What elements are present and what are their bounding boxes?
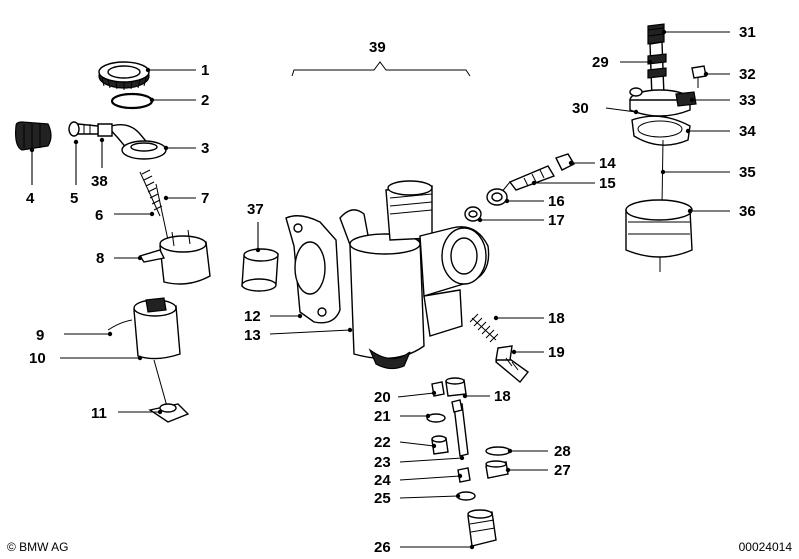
bracket-39 [291, 61, 471, 77]
callout-6: 6 [95, 207, 103, 224]
part-19-idle-screw [495, 345, 530, 383]
callout-32: 32 [739, 66, 756, 83]
callout-19: 19 [548, 344, 565, 361]
callout-23: 23 [374, 454, 391, 471]
callout-7: 7 [201, 190, 209, 207]
part-37-sleeve [241, 248, 279, 292]
callout-2: 2 [201, 92, 209, 109]
copyright-text: © BMW AG [7, 540, 69, 554]
callout-10: 10 [29, 350, 46, 367]
part-34-gasket [631, 115, 691, 146]
part-4-filter-sleeve [15, 121, 52, 151]
part-17-bush [464, 206, 482, 222]
part-8-throttle-slide [138, 229, 211, 285]
part-2-o-ring [110, 92, 154, 110]
callout-11: 11 [91, 405, 107, 422]
callout-16: 16 [548, 193, 565, 210]
callout-1: 1 [201, 62, 209, 79]
part-16-union [486, 188, 508, 206]
part-28-washer [485, 446, 511, 456]
callout-33: 33 [739, 92, 756, 109]
leader-lines [29, 29, 730, 550]
callout-4: 4 [26, 190, 35, 207]
part-32-screw [691, 65, 707, 88]
part-11-needle-cap [148, 403, 190, 423]
callout-29: 29 [592, 54, 609, 71]
callout-39: 39 [369, 39, 386, 56]
part-18b-plug [445, 377, 467, 397]
callout-26: 26 [374, 539, 391, 556]
part-14-cap-nut [555, 153, 575, 171]
part-23-needle-jet [451, 399, 469, 457]
part-9-spring-clip [107, 319, 133, 331]
part-12-flange-gasket [285, 215, 341, 324]
callout-15: 15 [599, 175, 616, 192]
callout-8: 8 [96, 250, 104, 267]
callout-38: 38 [91, 173, 108, 190]
callout-18a: 18 [548, 310, 565, 327]
callout-22: 22 [374, 434, 391, 451]
callout-13: 13 [244, 327, 261, 344]
part-15-mixture-screw [499, 165, 556, 195]
part-31-knob [647, 23, 665, 45]
callout-9: 9 [36, 327, 44, 344]
part-18-spring [469, 313, 499, 343]
callout-34: 34 [739, 123, 756, 140]
callout-35: 35 [739, 164, 756, 181]
part-7-needle-clip [155, 183, 169, 241]
callout-36: 36 [739, 203, 756, 220]
part-3-float-cover-pipe [68, 121, 167, 160]
callout-25: 25 [374, 490, 391, 507]
part-26-drain-plug [467, 509, 497, 547]
part-10-piston-slide [133, 297, 181, 411]
part-22-jet-holder [431, 435, 449, 455]
callout-labels: 1 2 3 4 5 38 7 6 8 9 10 11 37 12 13 39 1… [26, 24, 756, 556]
callout-21: 21 [374, 408, 391, 425]
callout-5: 5 [70, 190, 78, 207]
callout-37: 37 [247, 201, 264, 218]
callout-14: 14 [599, 155, 616, 172]
callout-24: 24 [374, 472, 391, 489]
part-36-float [625, 199, 693, 258]
part-6-needle-spring [139, 169, 163, 217]
callout-18b: 18 [494, 388, 511, 405]
part-13-carburettor-body [339, 180, 490, 370]
part-1-ring-nut [98, 61, 150, 90]
part-27-main-jet [485, 460, 509, 479]
callout-27: 27 [554, 462, 571, 479]
callout-28: 28 [554, 443, 571, 460]
part-21-washer [426, 413, 446, 423]
callout-3: 3 [201, 140, 209, 157]
callout-12: 12 [244, 308, 261, 325]
diagram-id: 00024014 [738, 540, 792, 554]
callout-20: 20 [374, 389, 391, 406]
callout-30: 30 [572, 100, 589, 117]
callout-31: 31 [739, 24, 756, 41]
part-33-cover [629, 87, 697, 117]
callout-17: 17 [548, 212, 565, 229]
